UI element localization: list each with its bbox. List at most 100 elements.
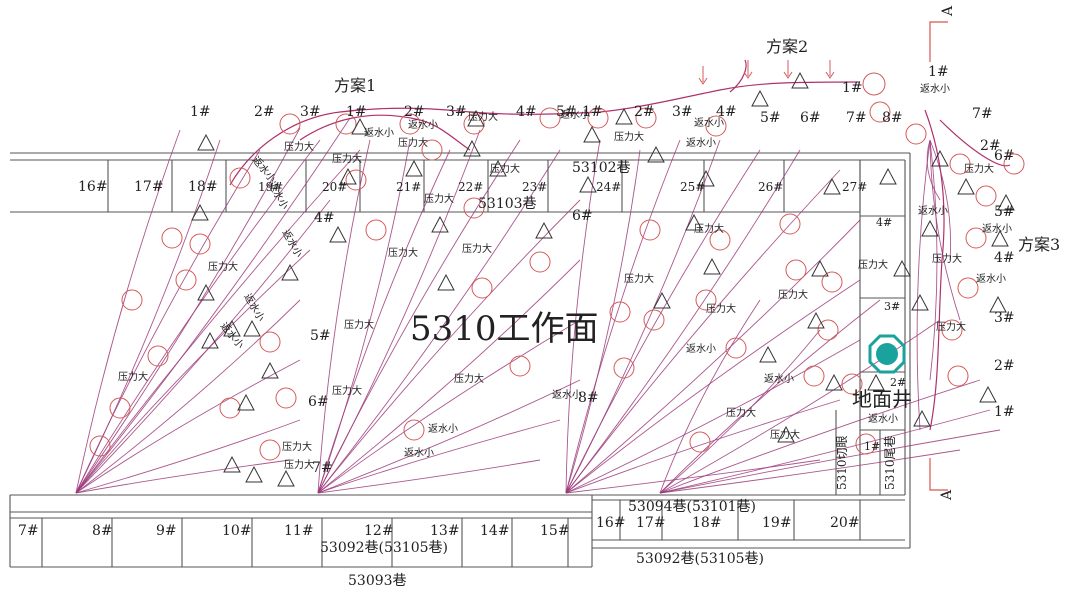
- monitoring-triangle: [791, 71, 809, 89]
- monitoring-triangles: [191, 71, 1015, 487]
- drill-hole-line: [565, 219, 861, 494]
- drill-hole-line: [659, 379, 981, 494]
- drill-hole-line: [317, 259, 581, 494]
- cavity-circles: [89, 101, 1025, 461]
- monitoring-triangle: [431, 215, 449, 233]
- drill-hole-line: [565, 169, 841, 494]
- drill-hole-line: [929, 139, 961, 321]
- monitoring-triangle: [329, 225, 347, 243]
- drill-hole-line: [565, 139, 681, 494]
- monitoring-triangle: [647, 145, 665, 163]
- note-water: 返水小: [764, 373, 794, 385]
- cavity-circle: [785, 259, 807, 281]
- cavity-circle: [587, 107, 609, 129]
- cavity-circle: [957, 277, 979, 299]
- s1-hole-2a: 2#: [254, 104, 275, 120]
- note-water: 返水小: [428, 423, 458, 435]
- drill-hole-line: [317, 139, 411, 494]
- monitoring-triangle: [991, 229, 1009, 247]
- cavity-circle: [275, 387, 297, 409]
- monitoring-triangle: [931, 149, 949, 167]
- note-pressure: 压力大: [454, 372, 484, 385]
- right-block-2: 2#: [890, 376, 906, 389]
- cavity-circle: [109, 397, 131, 419]
- note-water: 返水小: [364, 127, 394, 139]
- bottom-block-18: 18#: [692, 515, 722, 531]
- note-pressure: 压力大: [398, 136, 428, 149]
- drill-hole-line: [659, 319, 941, 494]
- note-water: 返水小: [686, 343, 716, 355]
- monitoring-triangle: [245, 465, 263, 483]
- monitoring-triangle: [979, 385, 997, 403]
- note-pressure: 压力大: [284, 458, 314, 471]
- note-pressure: 压力大: [964, 162, 994, 175]
- cavity-circle: [161, 227, 183, 249]
- monitoring-triangle: [697, 169, 715, 187]
- s1-hole-1c: 1#: [582, 104, 603, 120]
- bottom-block-19: 19#: [762, 515, 792, 531]
- monitoring-triangle: [997, 193, 1015, 211]
- labels: 5310工作面 地面井 方案1 方案2 方案3 53102巷 53103巷 53…: [18, 37, 1060, 589]
- note-water: 返水小: [560, 109, 590, 121]
- cavity-circle: [121, 289, 143, 311]
- drill-hole-line: [565, 459, 821, 494]
- top-block-17: 17#: [134, 179, 164, 195]
- cavity-circle: [869, 101, 891, 123]
- note-pressure: 压力大: [932, 252, 962, 265]
- scheme-1-label: 方案1: [334, 76, 376, 95]
- cavity-circle: [947, 365, 969, 387]
- s3-hole-1-top: 1#: [928, 64, 949, 80]
- drill-hole-line: [659, 329, 821, 494]
- section-line-aa: A A: [929, 5, 956, 501]
- cavity-circle: [905, 123, 927, 145]
- s3-hole-2: 2#: [994, 358, 1015, 374]
- s1-hole-5: 5#: [556, 104, 577, 120]
- note-pressure: 压力大: [706, 302, 736, 315]
- monitoring-triangle: [911, 293, 929, 311]
- tunnel-53102: 53102巷: [572, 160, 631, 176]
- monitoring-triangle: [351, 117, 369, 135]
- monitoring-triangle: [957, 177, 975, 195]
- drill-hole-line: [317, 149, 451, 494]
- tunnel-cut: 5310切眼: [835, 435, 849, 490]
- drill-hole-line: [565, 399, 841, 494]
- top-block-21: 21#: [396, 180, 421, 194]
- monitoring-triangle: [913, 409, 931, 427]
- cavity-circle: [609, 301, 631, 323]
- cavity-circle: [855, 433, 877, 455]
- drill-hole-line: [317, 379, 581, 494]
- tunnel-tail: 5310尾巷: [883, 435, 897, 490]
- s2-hole-7: 7#: [846, 110, 867, 126]
- monitoring-triangle: [223, 319, 241, 337]
- note-pressure: 压力大: [208, 260, 238, 273]
- drill-hole-line: [75, 359, 301, 494]
- top-block-20: 20#: [322, 180, 347, 194]
- cavity-circle: [941, 319, 963, 341]
- cavity-circle: [725, 337, 747, 359]
- s3-hole-1: 1#: [994, 404, 1015, 420]
- monitoring-triangle: [807, 311, 825, 329]
- monitoring-triangle: [777, 425, 795, 443]
- note-pressure: 压力大: [424, 192, 454, 205]
- note-water: 返水小: [976, 273, 1006, 285]
- roadway-structure: [9, 152, 911, 568]
- drill-hole-line: [75, 117, 351, 494]
- note-pressure: 压力大: [614, 130, 644, 143]
- s2-hole-2: 2#: [634, 104, 655, 120]
- site-6b: 6#: [572, 208, 593, 224]
- drill-hole-line: [75, 249, 311, 494]
- note-water: 返水小: [982, 223, 1012, 235]
- cavity-circle: [709, 229, 731, 251]
- top-block-22: 22#: [458, 180, 483, 194]
- monitoring-triangle: [685, 213, 703, 231]
- monitoring-triangle: [243, 319, 261, 337]
- monitoring-triangle: [277, 469, 295, 487]
- monitoring-triangle: [811, 259, 829, 277]
- note-pressure: 压力大: [284, 140, 314, 153]
- note-pressure: 压力大: [118, 370, 148, 383]
- drill-hole-line: [75, 139, 321, 494]
- note-pressure: 压力大: [344, 318, 374, 331]
- cavity-circle: [259, 439, 281, 461]
- bottom-block-17: 17#: [636, 515, 666, 531]
- s3-hole-5: 5#: [994, 204, 1015, 220]
